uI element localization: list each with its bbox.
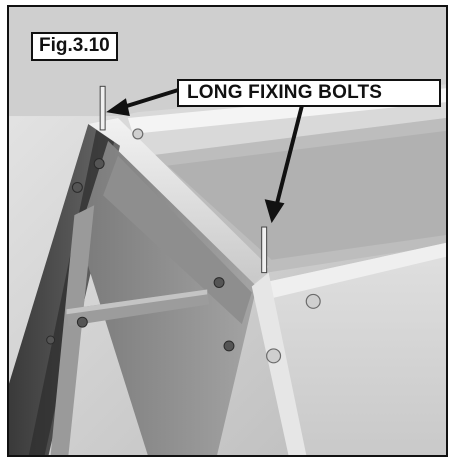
callout-label: LONG FIXING BOLTS <box>177 79 441 107</box>
figure-frame: Fig.3.10 LONG FIXING BOLTS <box>7 5 448 457</box>
arrow-icon <box>106 88 305 224</box>
stand-photo <box>9 7 446 455</box>
figure-label: Fig.3.10 <box>31 32 118 61</box>
